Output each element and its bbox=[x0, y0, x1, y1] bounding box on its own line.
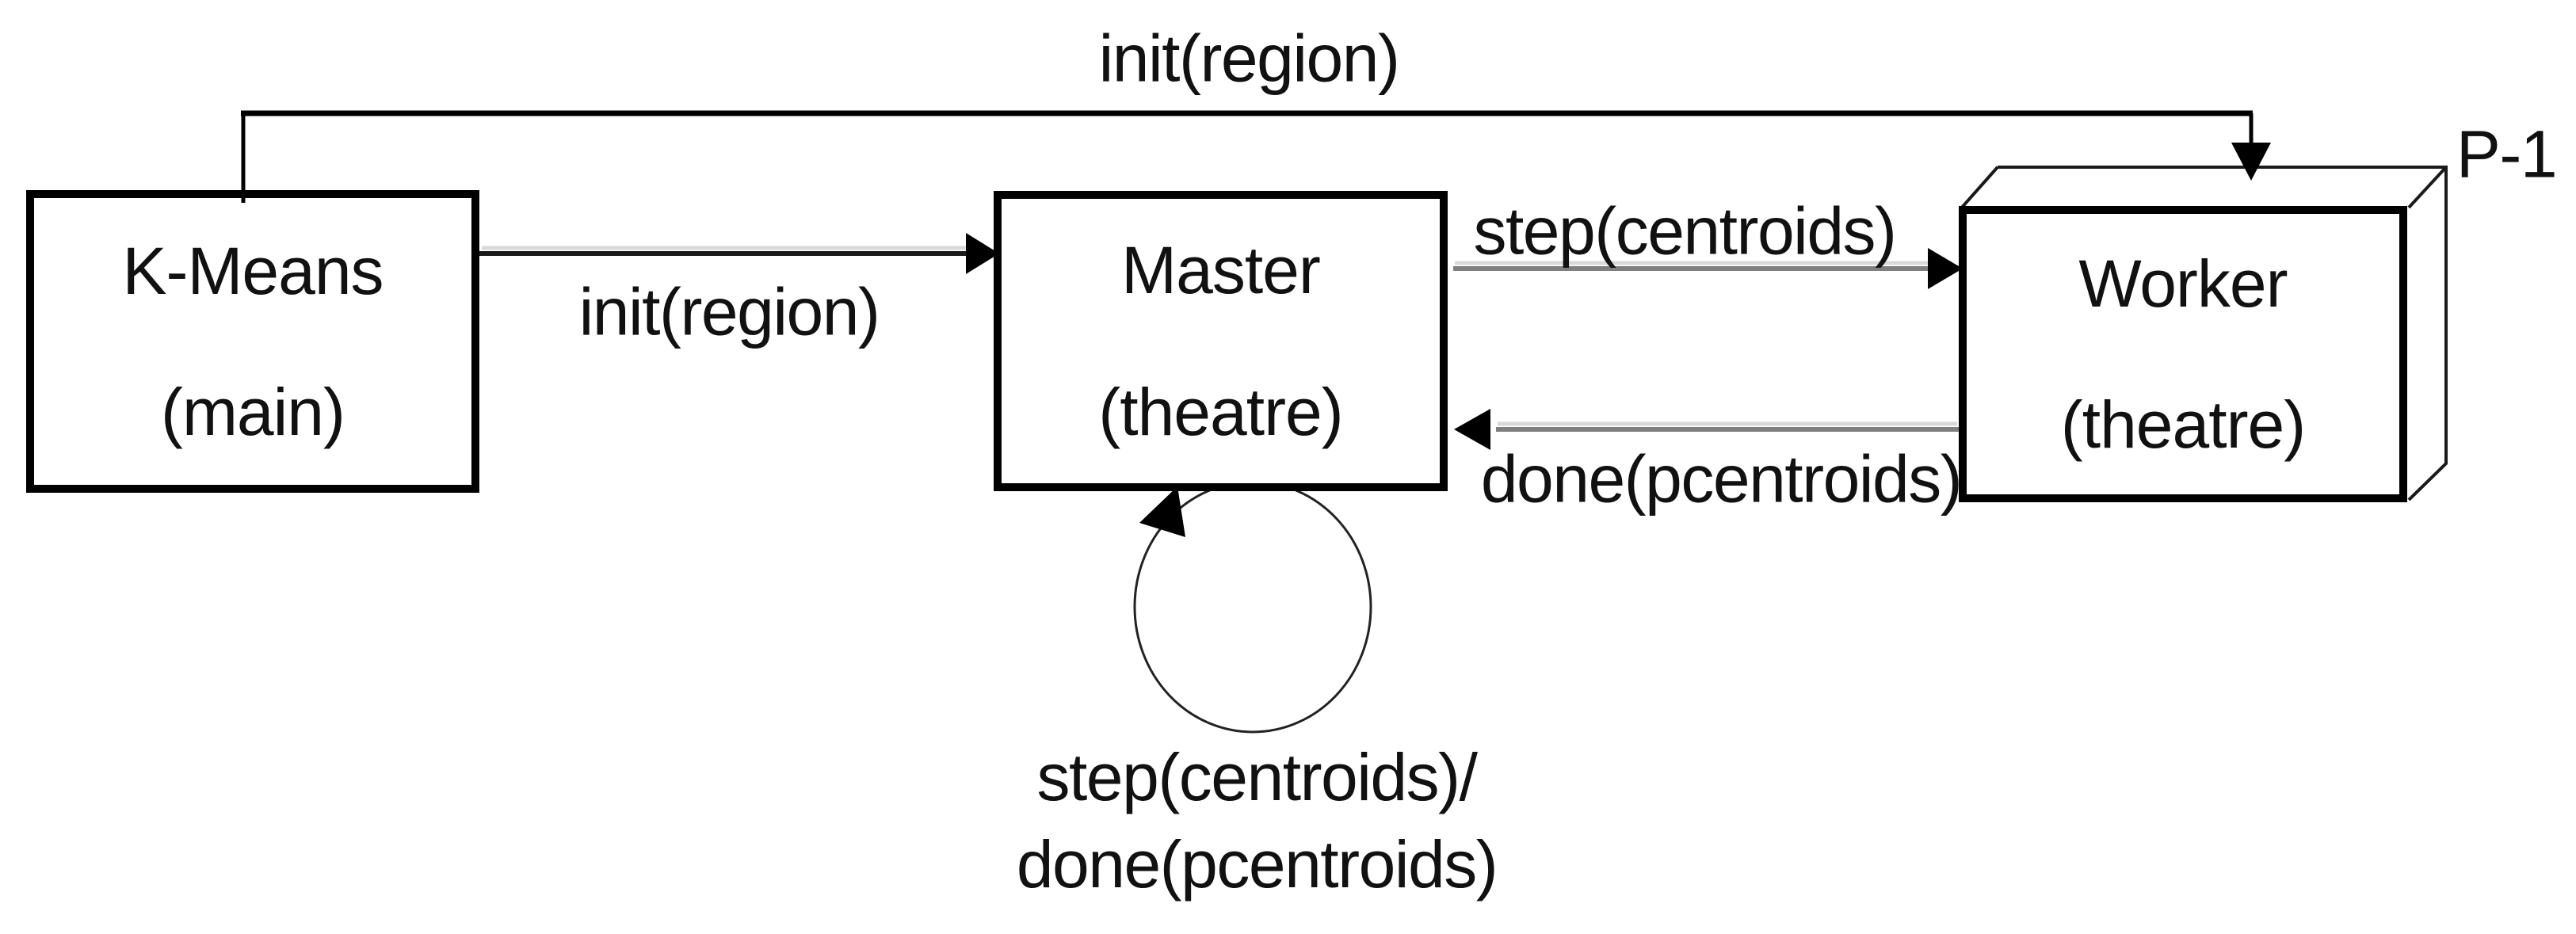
node-kmeans-subtitle: (main) bbox=[160, 375, 345, 449]
node-master: Master (theatre) bbox=[994, 191, 1448, 491]
init-broadcast-label: init(region) bbox=[1098, 21, 1400, 96]
node-master-title: Master bbox=[1121, 233, 1321, 308]
self-loop-label-line1: step(centroids)/ bbox=[1036, 740, 1478, 814]
init-broadcast-arrowhead-icon bbox=[2231, 143, 2271, 181]
node-kmeans-title: K-Means bbox=[122, 233, 384, 308]
worker-back-slant-top-left bbox=[1959, 166, 1999, 211]
node-worker: Worker (theatre) bbox=[1959, 206, 2407, 502]
self-loop-label-line2: done(pcentroids) bbox=[1016, 827, 1498, 902]
self-loop-edge bbox=[1133, 480, 1372, 734]
worker-back-slant-top-right bbox=[2407, 166, 2448, 209]
step-arrowhead-icon bbox=[1928, 248, 1963, 289]
step-label: step(centroids) bbox=[1473, 193, 1897, 269]
init-master-edge bbox=[479, 233, 999, 274]
node-worker-subtitle: (theatre) bbox=[2060, 387, 2306, 462]
init-broadcast-edge bbox=[241, 110, 2271, 203]
node-kmeans: K-Means (main) bbox=[26, 190, 479, 493]
self-loop-circle bbox=[1133, 480, 1372, 734]
worker-multiplicity-badge: P-1 bbox=[2456, 116, 2558, 192]
self-loop-label: step(centroids)/ done(pcentroids) bbox=[1016, 734, 1498, 908]
node-master-subtitle: (theatre) bbox=[1098, 374, 1343, 449]
done-label: done(pcentroids) bbox=[1480, 441, 1963, 517]
self-loop-arrowhead-icon bbox=[1139, 486, 1185, 537]
node-worker-title: Worker bbox=[2078, 246, 2288, 321]
init-master-label: init(region) bbox=[578, 274, 880, 349]
